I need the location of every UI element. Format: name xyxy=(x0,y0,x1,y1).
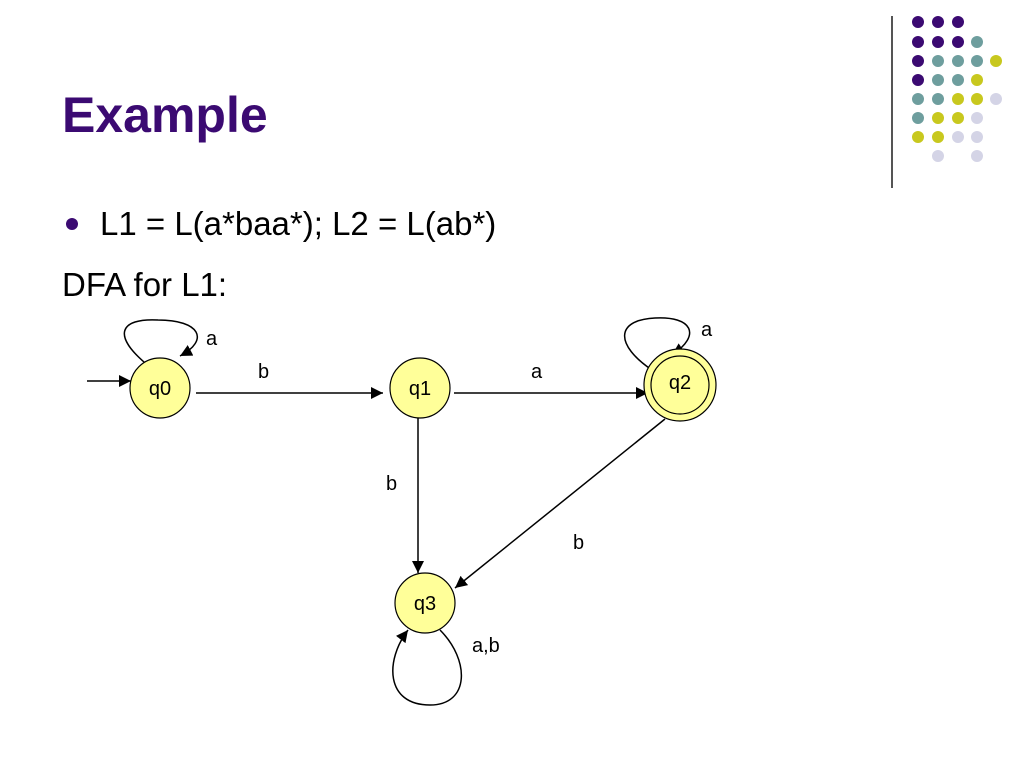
state-q2-accepting: q2 xyxy=(643,348,717,422)
bullet-text: L1 = L(a*baa*); L2 = L(ab*) xyxy=(100,205,497,242)
state-label: q1 xyxy=(409,378,431,400)
state-q0: q0 xyxy=(129,357,191,419)
decor-dot xyxy=(971,74,983,86)
decor-dot xyxy=(932,93,944,105)
bullet-dot-icon xyxy=(66,218,78,230)
decor-dot xyxy=(952,93,964,105)
decor-dot xyxy=(912,112,924,124)
decor-dot xyxy=(952,36,964,48)
edge-label-q1-q3: b xyxy=(386,473,397,495)
decor-dot xyxy=(971,36,983,48)
decor-dot xyxy=(990,93,1002,105)
edge-label-q0-q1: b xyxy=(258,361,269,383)
decor-dot xyxy=(971,93,983,105)
decor-dot xyxy=(932,36,944,48)
edge-label-q2-loop: a xyxy=(701,319,713,341)
decor-dot xyxy=(912,131,924,143)
edge-label-q3-loop: a,b xyxy=(472,635,500,657)
decor-dot xyxy=(912,16,924,28)
edge-q2-q3 xyxy=(454,418,666,589)
decor-dot xyxy=(952,55,964,67)
decor-dot xyxy=(952,131,964,143)
edge-label-q2-q3: b xyxy=(573,532,584,554)
decor-dot xyxy=(932,55,944,67)
decor-dot xyxy=(971,55,983,67)
decor-dot xyxy=(990,55,1002,67)
edge-label-q1-q2: a xyxy=(531,361,543,383)
state-label: q2 xyxy=(669,372,691,394)
decorative-divider xyxy=(891,16,893,188)
decor-dot xyxy=(952,74,964,86)
slide-title: Example xyxy=(62,87,268,143)
subheading: DFA for L1: xyxy=(62,266,228,303)
loop-q0 xyxy=(123,319,199,368)
decor-dot xyxy=(912,93,924,105)
state-label: q3 xyxy=(414,593,436,615)
decor-dot xyxy=(971,150,983,162)
decorative-dot-grid xyxy=(912,16,1002,162)
loop-q2 xyxy=(624,317,691,371)
decor-dot xyxy=(932,74,944,86)
decor-dot xyxy=(932,16,944,28)
bullet-item: L1 = L(a*baa*); L2 = L(ab*) xyxy=(66,205,496,243)
loop-q3 xyxy=(392,629,462,706)
decor-dot xyxy=(912,74,924,86)
decor-dot xyxy=(912,36,924,48)
edge-label-q0-loop: a xyxy=(206,328,218,350)
decor-dot xyxy=(952,16,964,28)
decor-dot xyxy=(932,131,944,143)
decor-dot xyxy=(932,112,944,124)
decor-dot xyxy=(932,150,944,162)
decor-dot xyxy=(952,112,964,124)
state-label: q0 xyxy=(149,378,171,400)
decor-dot xyxy=(912,55,924,67)
decor-dot xyxy=(971,112,983,124)
decor-dot xyxy=(971,131,983,143)
state-q3: q3 xyxy=(394,572,456,634)
state-q1: q1 xyxy=(389,357,451,419)
